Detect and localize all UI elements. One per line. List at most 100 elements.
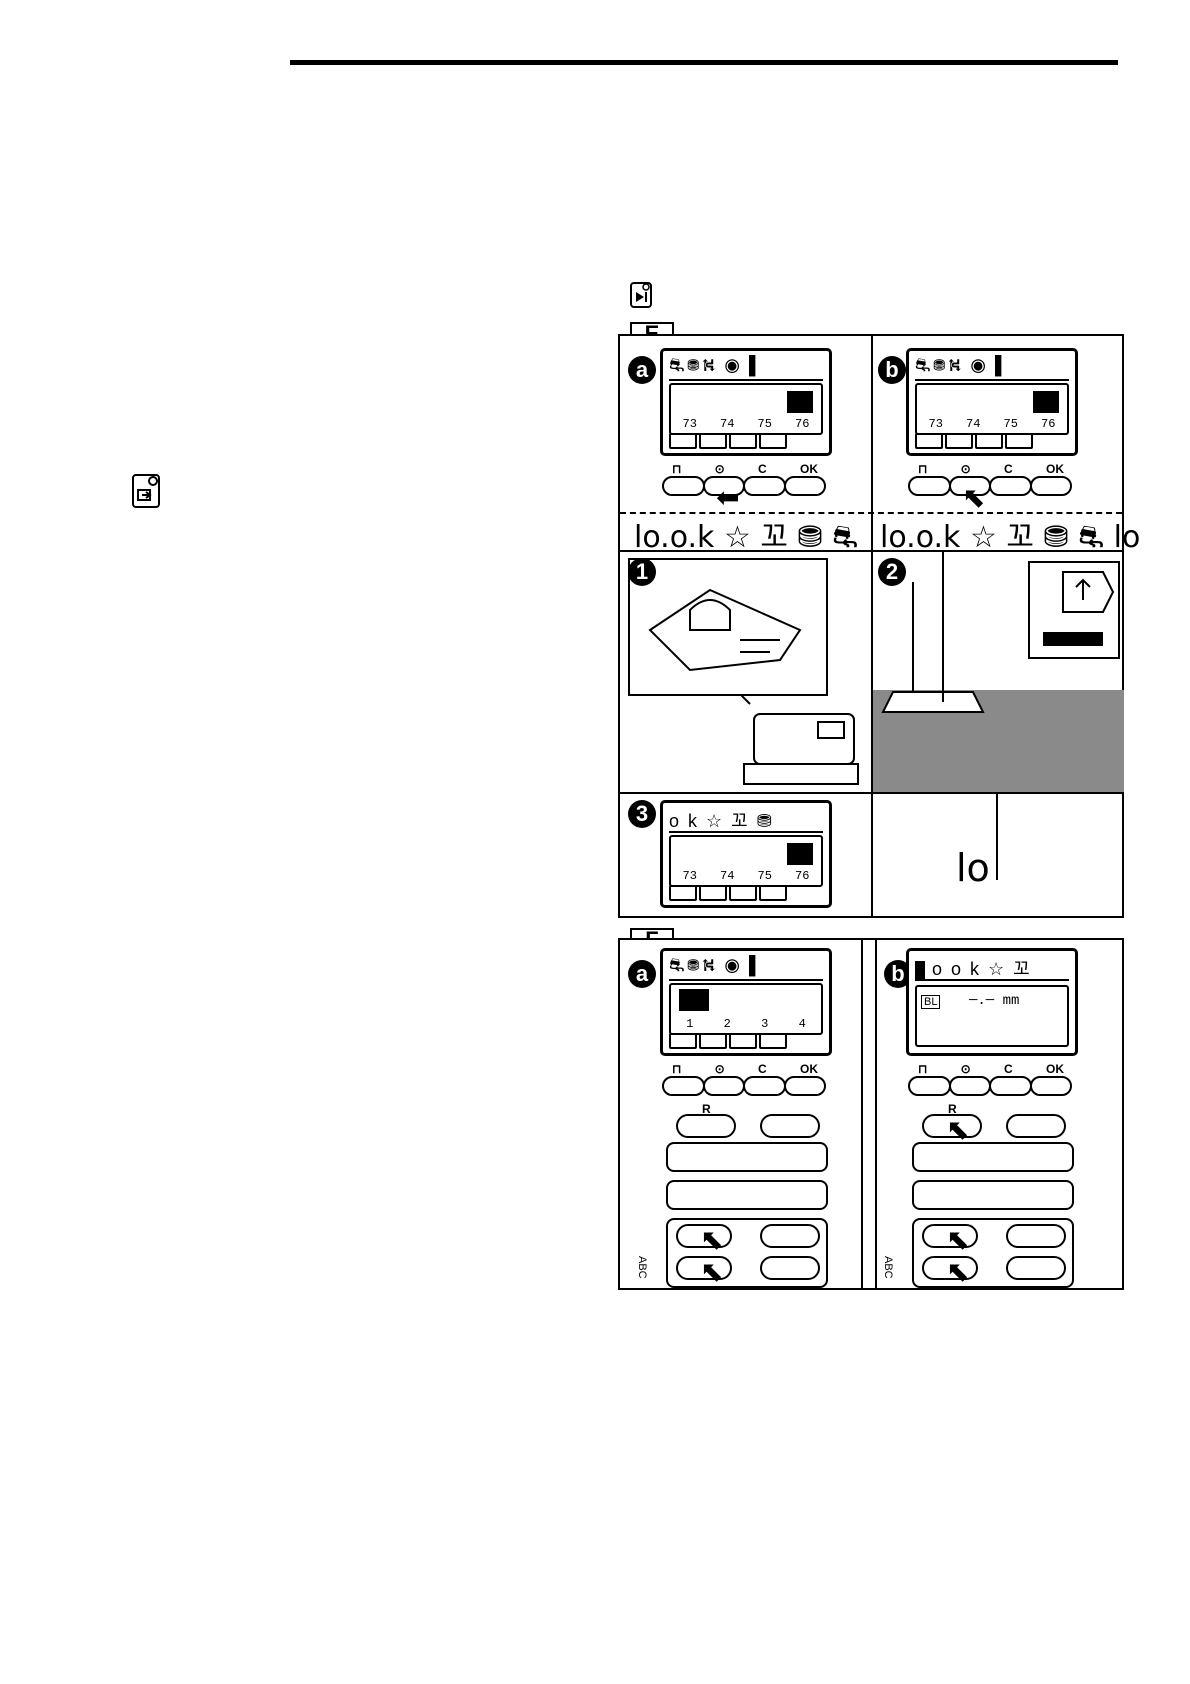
lcd-tabs: [669, 433, 787, 451]
reverse-button[interactable]: [922, 1114, 982, 1138]
pattern-number: 73: [682, 417, 697, 431]
lcd-pattern-area: 73 74 75 76: [669, 835, 823, 887]
step-2-badge: 2: [878, 558, 906, 586]
key-row-f-a: [662, 1076, 826, 1096]
option-button[interactable]: [760, 1256, 820, 1280]
reverse-key-label: R: [948, 1102, 957, 1116]
key-button[interactable]: [662, 476, 705, 496]
key-button[interactable]: [908, 476, 951, 496]
key-button[interactable]: [1029, 1076, 1072, 1096]
lcd-tabs: [915, 433, 1033, 451]
step-3-badge: 3: [628, 800, 656, 828]
sewing-machine-illustration: [740, 694, 859, 785]
option-button[interactable]: [1006, 1224, 1066, 1248]
key-button[interactable]: [702, 1076, 745, 1096]
option-button[interactable]: [1006, 1256, 1066, 1280]
press-arrow-icon: ⬉: [946, 1224, 970, 1255]
key-row-e-a: [662, 476, 826, 496]
length-adjust-panel: [912, 1180, 1074, 1210]
memory-return-icon: [132, 474, 160, 508]
key-row-f-b: [908, 1076, 1072, 1096]
key-button[interactable]: [989, 476, 1032, 496]
lcd-display-f-b: o o k ☆ 꼬 BL ─.─ mm: [906, 948, 1078, 1056]
abc-label: ABC: [636, 1256, 648, 1279]
pattern-number: 4: [798, 1017, 806, 1031]
key-button[interactable]: [948, 1076, 991, 1096]
stitch-mode-button[interactable]: [922, 1224, 978, 1248]
pattern-number: 74: [720, 417, 735, 431]
lcd-text-row: o o k ☆ 꼬: [915, 955, 1069, 981]
step-a-badge: a: [628, 960, 656, 988]
selected-pattern-76: [1033, 391, 1059, 413]
lcd-motif-row: ⛐⛃⛕ ◉ ▌: [669, 355, 823, 381]
width-adjust-panel: [912, 1142, 1074, 1172]
presser-foot-illustration: [648, 588, 802, 672]
press-arrow-icon: ⬉: [700, 1224, 724, 1255]
key-button[interactable]: [783, 476, 826, 496]
lcd-tabs: [669, 885, 787, 903]
cursor-buttons[interactable]: [760, 1114, 820, 1138]
press-arrow-icon: ⬉: [962, 482, 986, 513]
lcd-motif-row: ⛐⛃⛕ ◉ ▌: [915, 355, 1069, 381]
cursor-block: [915, 961, 925, 979]
section-e-divider: [871, 334, 873, 918]
key-button[interactable]: [1029, 476, 1072, 496]
stitched-result: lo: [956, 846, 990, 890]
pattern-number: 1: [686, 1017, 694, 1031]
lcd-display-f-a: ⛐⛃⛕ ◉ ▌ 1 2 3 4: [660, 948, 832, 1056]
needle-line: [996, 794, 998, 880]
press-arrow-icon: ⬉: [700, 1256, 724, 1287]
key-button[interactable]: [743, 1076, 786, 1096]
width-adjust-panel: [666, 1142, 828, 1172]
step-1-badge: 1: [628, 558, 656, 586]
step-b-badge: b: [878, 356, 906, 384]
section-e-row-divider-1: [618, 550, 1124, 552]
lcd-pattern-area: 1 2 3 4: [669, 983, 823, 1035]
pattern-number: 76: [1041, 417, 1056, 431]
section-f-divider-2: [875, 938, 877, 1290]
section-f-divider-1: [861, 938, 863, 1290]
length-readout: ─.─ mm: [969, 993, 1020, 1009]
section-e-row-divider-2: [618, 792, 1124, 794]
letter-mode-button[interactable]: [922, 1256, 978, 1280]
pattern-number: 74: [966, 417, 981, 431]
presser-foot-zoom-frame: [628, 558, 828, 696]
stitched-sample-e-b: lo.o.k ☆ 꼬 ⛃ ⛐ lo: [880, 520, 1141, 555]
key-button[interactable]: [783, 1076, 826, 1096]
selected-pattern-76: [787, 391, 813, 413]
press-arrow-icon: ⬉: [946, 1256, 970, 1287]
key-button[interactable]: [989, 1076, 1032, 1096]
reverse-button[interactable]: [676, 1114, 736, 1138]
lcd-pattern-area: 73 74 75 76: [915, 383, 1069, 435]
stitched-sample-e-a: lo.o.k ☆ 꼬 ⛃ ⛐: [634, 520, 859, 555]
dashed-separator: [620, 512, 1122, 514]
selected-pattern-76: [787, 843, 813, 865]
reverse-key-label: R: [702, 1102, 711, 1116]
stitch-mode-button[interactable]: [676, 1224, 732, 1248]
lcd-pattern-area: 73 74 75 76: [669, 383, 823, 435]
pattern-number: 3: [761, 1017, 769, 1031]
lcd-motif-row: ⛐⛃⛕ ◉ ▌: [669, 955, 823, 981]
key-button[interactable]: [743, 476, 786, 496]
lcd-display-e-3: o k ☆ 꼬 ⛃ 73 74 75 76: [660, 800, 832, 908]
mode-select-panel: [912, 1218, 1074, 1288]
pattern-number: 75: [757, 869, 772, 883]
pattern-number: 75: [757, 417, 772, 431]
lcd-text-row: o k ☆ 꼬 ⛃: [669, 807, 823, 833]
key-button[interactable]: [662, 1076, 705, 1096]
pattern-number: 74: [720, 869, 735, 883]
selected-pattern-1: [679, 989, 709, 1011]
lcd-settings-area: BL ─.─ mm: [915, 985, 1069, 1047]
press-arrow-icon: ⬉: [946, 1114, 970, 1145]
step-a-badge: a: [628, 356, 656, 384]
pattern-number: 73: [928, 417, 943, 431]
key-button[interactable]: [908, 1076, 951, 1096]
lcd-tabs: [669, 1033, 787, 1051]
letter-mode-button[interactable]: [676, 1256, 732, 1280]
pattern-number: 75: [1003, 417, 1018, 431]
cursor-buttons[interactable]: [1006, 1114, 1066, 1138]
pattern-number: 76: [795, 417, 810, 431]
option-button[interactable]: [760, 1224, 820, 1248]
